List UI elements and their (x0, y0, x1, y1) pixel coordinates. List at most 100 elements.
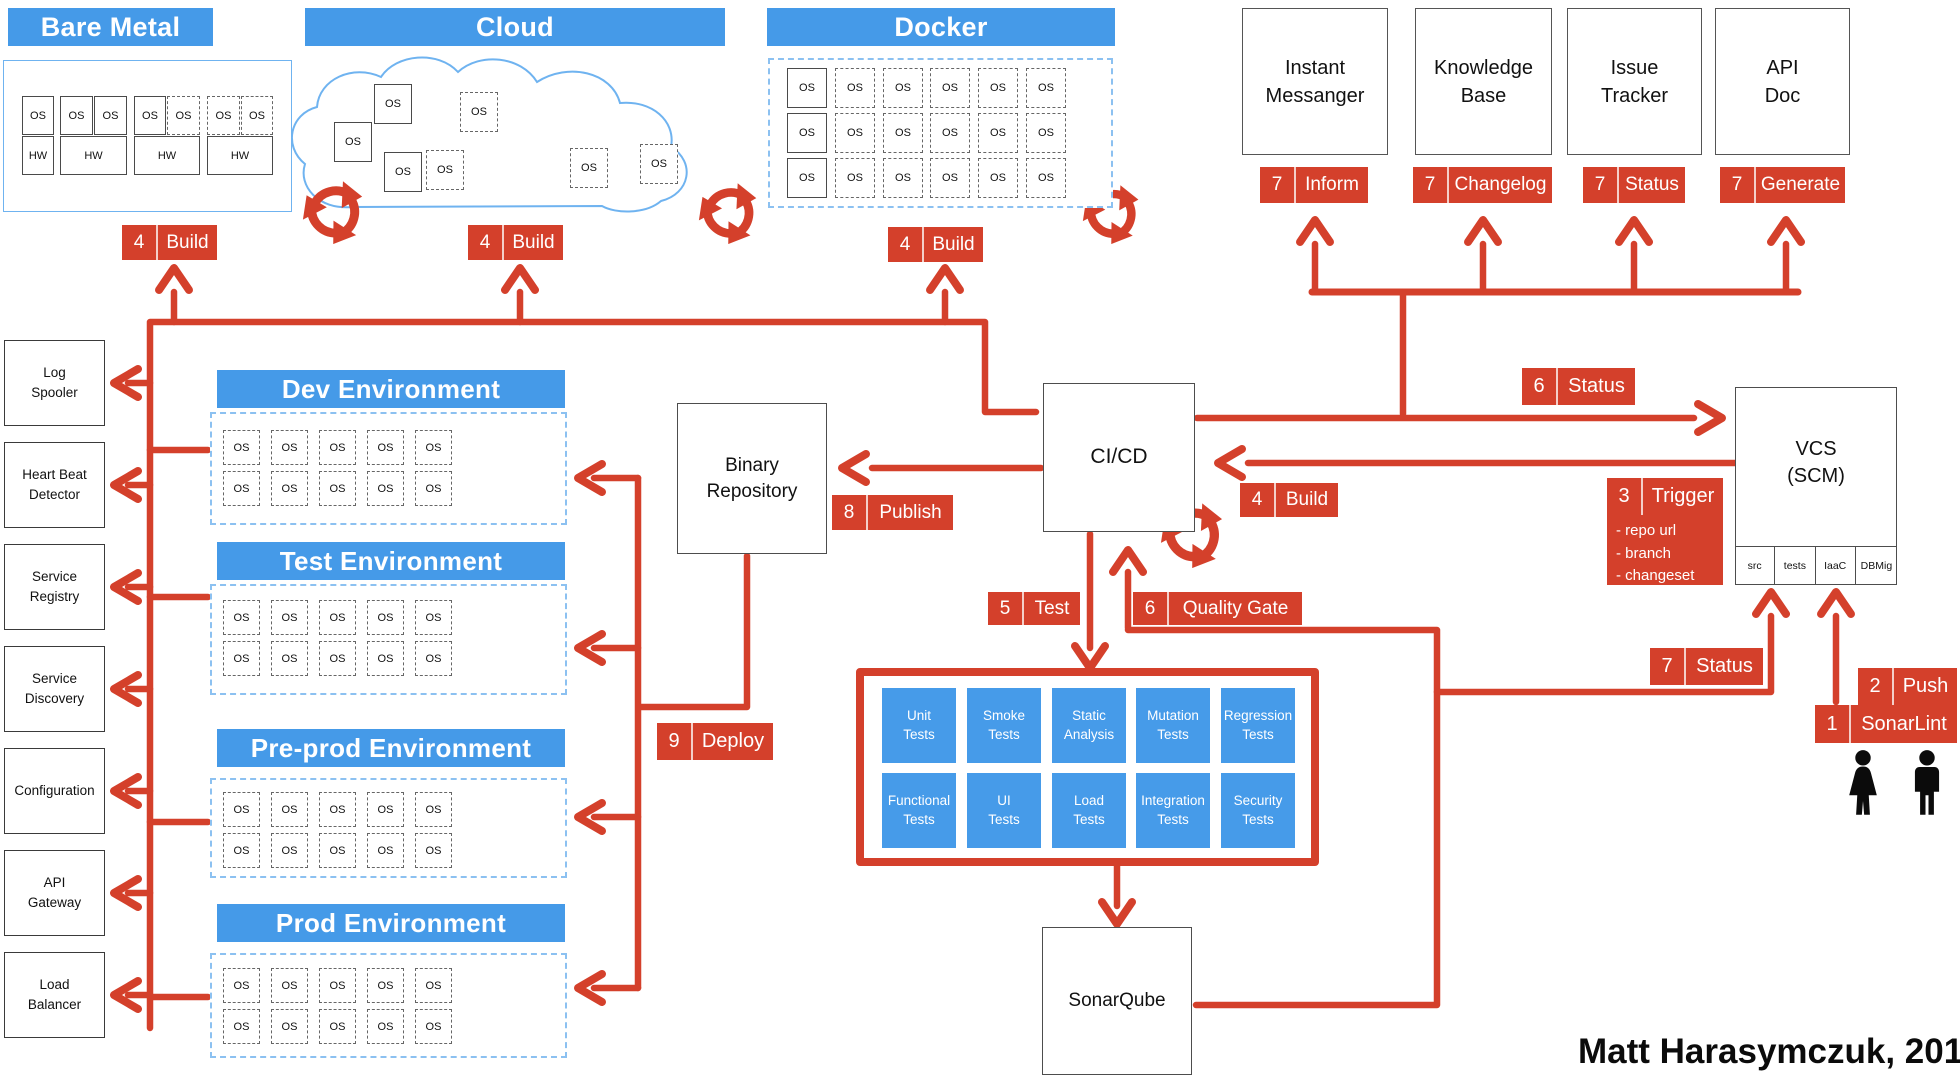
env-os-box: OS (271, 792, 308, 827)
badge-number: 7 (1720, 167, 1756, 203)
env-os-box-label: OS (377, 844, 394, 857)
bare-metal-os-box-label: OS (249, 109, 265, 122)
env-os-box-label: OS (281, 1020, 298, 1033)
badge-number: 7 (1413, 167, 1449, 203)
env-os-box-label: OS (425, 441, 442, 454)
bare-metal-os-box: OS (22, 96, 54, 135)
docker-os-box-label: OS (1038, 172, 1054, 184)
env-os-box-label: OS (233, 441, 250, 454)
bare-metal-title: Bare Metal (40, 11, 181, 42)
arrowhead-up (155, 264, 193, 294)
bare-metal-os-box-label: OS (102, 109, 119, 122)
test-label-line: Functional (887, 793, 951, 809)
badge-label: SonarLint (1861, 712, 1947, 735)
env-os-box-label: OS (281, 803, 298, 816)
env-os-box-label: OS (425, 482, 442, 495)
test-label-line: Unit (906, 708, 931, 724)
cloud-os-box: OS (426, 150, 464, 190)
toolbox-label-line: Doc (1764, 84, 1801, 107)
test-label-line: Static (1072, 708, 1106, 724)
badge-number: 6 (1133, 592, 1169, 625)
env-os-box-label: OS (281, 652, 298, 665)
badge-label: Trigger (1651, 485, 1715, 507)
docker-os-box-label: OS (942, 82, 958, 94)
env-title: Test Environment (279, 545, 503, 576)
env-os-box: OS (415, 833, 452, 868)
env-os-box: OS (415, 792, 452, 827)
badge-number: 8 (832, 495, 868, 530)
badge-label: Test (1034, 597, 1070, 619)
env-os-box-label: OS (425, 803, 442, 816)
bare-metal-os-box: OS (94, 96, 127, 135)
cloud-os-box: OS (384, 152, 422, 192)
arrowhead-left (574, 630, 606, 666)
bare-metal-os-box-label: OS (215, 109, 232, 122)
arrowhead-left (110, 671, 142, 707)
env-os-box-label: OS (329, 1020, 346, 1033)
woman-icon (1849, 750, 1877, 815)
arrowhead-left (1214, 445, 1246, 481)
cloud-os-box-label: OS (581, 162, 597, 174)
vcs-node: VCS(SCM) (1735, 387, 1897, 585)
docker-os-box-label: OS (847, 82, 863, 94)
arrowhead-up (1464, 216, 1502, 246)
toolbox-label-line: Issue (1610, 56, 1659, 79)
bare-metal-hw-box: HW (134, 136, 200, 175)
arrowhead-left (838, 450, 870, 486)
cloud-os-box: OS (374, 84, 412, 124)
env-os-box-label: OS (233, 844, 250, 857)
env-os-box: OS (223, 600, 260, 635)
badge-label: Push (1902, 675, 1949, 697)
env-os-box-label: OS (377, 611, 394, 624)
test-label-line: Mutation (1147, 708, 1199, 724)
env-header-preprod: Pre-prod Environment (217, 729, 565, 767)
sonarqube-label: SonarQube (1068, 990, 1166, 1012)
badge-number: 4 (468, 225, 504, 260)
arrowhead-up (1109, 546, 1147, 576)
badge-label: Build (166, 231, 209, 253)
cicd-label: CI/CD (1090, 445, 1148, 469)
docker-os-box: OS (930, 158, 970, 198)
docker-os-box-label: OS (1038, 127, 1054, 139)
vcs-compartment-label: Mig (1875, 559, 1893, 572)
docker-os-box: OS (787, 158, 827, 198)
arrowhead-left (110, 875, 142, 911)
env-os-box-label: OS (329, 844, 346, 857)
arrowhead-up (1752, 588, 1790, 618)
arrowhead-right (1694, 400, 1726, 436)
env-os-box: OS (271, 833, 308, 868)
env-os-box: OS (367, 600, 404, 635)
arrowhead-left (110, 773, 142, 809)
trigger-details-panel: - repo url- branch- changeset (1607, 515, 1723, 585)
env-os-box: OS (367, 430, 404, 465)
flow-build-loop (146, 318, 1040, 1032)
test-label-line: Tests (1073, 811, 1105, 827)
cloud-os-box-label: OS (437, 164, 453, 176)
arrowhead-left (574, 970, 606, 1006)
arrowhead-left (574, 799, 606, 835)
docker-os-box: OS (1026, 68, 1066, 108)
bare-metal-header: Bare Metal (8, 8, 213, 46)
trigger-detail-line: - branch (1616, 544, 1672, 562)
flow-status-commit (1433, 612, 1775, 696)
